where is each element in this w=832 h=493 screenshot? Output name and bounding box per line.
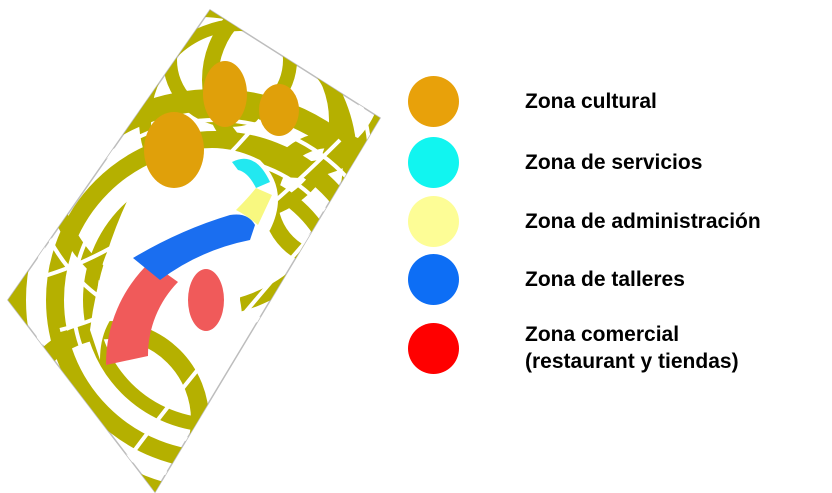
legend-label-workshops: Zona de talleres <box>525 268 685 291</box>
cultural-zone-oval-2 <box>203 61 247 127</box>
workshops-swatch <box>408 254 459 305</box>
administration-swatch <box>408 196 459 247</box>
commercial-zone-oval <box>188 269 224 331</box>
cultural-zone-oval-3 <box>259 84 299 136</box>
administration-zone <box>236 188 272 225</box>
legend-item-commercial: Zona comercial (restaurant y tiendas) <box>408 321 739 375</box>
legend-item-cultural: Zona cultural <box>408 76 657 127</box>
legend-label-commercial-line-2: (restaurant y tiendas) <box>525 350 739 373</box>
legend-item-workshops: Zona de talleres <box>408 254 685 305</box>
legend-label-commercial-line-1: Zona comercial <box>525 323 680 346</box>
legend-item-administration: Zona de administración <box>408 196 761 247</box>
cultural-swatch <box>408 76 459 127</box>
legend-label-cultural: Zona cultural <box>525 90 657 113</box>
legend-item-services: Zona de servicios <box>408 137 702 188</box>
site-plan <box>7 8 382 493</box>
legend-label-services: Zona de servicios <box>525 151 703 174</box>
commercial-zone-fan <box>105 262 178 365</box>
commercial-swatch <box>408 322 459 374</box>
services-swatch <box>408 137 459 188</box>
legend-label-administration: Zona de administración <box>525 210 761 233</box>
workshops-zone <box>133 214 255 280</box>
legend-label-commercial: Zona comercial (restaurant y tiendas) <box>525 321 739 375</box>
services-zone <box>232 158 270 188</box>
cultural-zone-oval-1 <box>144 112 204 188</box>
